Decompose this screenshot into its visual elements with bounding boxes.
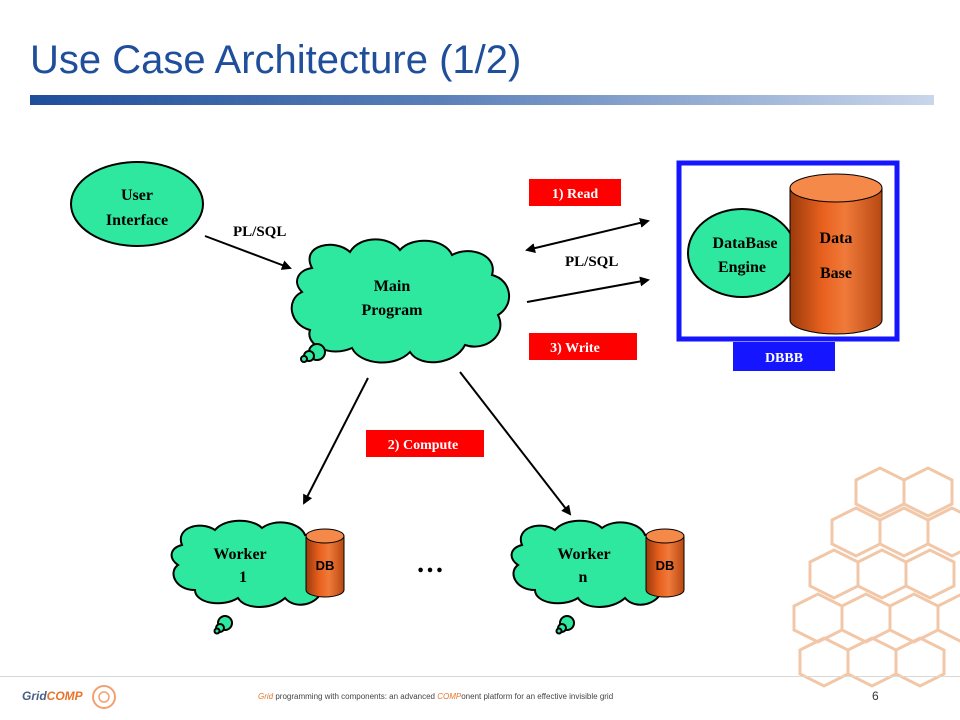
database-engine-node: DataBase Engine	[687, 208, 797, 298]
main-program-cloud: Main Program	[290, 238, 511, 364]
worker-n-label-2: n	[579, 569, 588, 586]
title-underline	[30, 95, 934, 105]
main-program-label-2: Program	[361, 302, 423, 319]
dbbb-container	[676, 160, 900, 342]
worker-1-db-cylinder: DB	[305, 528, 345, 598]
footer-tagline: Grid programming with components: an adv…	[258, 692, 613, 701]
worker-1-label-1: Worker	[213, 546, 266, 563]
main-to-workern-arrow	[459, 371, 572, 516]
step-compute-badge: 2) Compute	[366, 430, 484, 457]
pl-sql-label-left: PL/SQL	[233, 224, 286, 240]
user-interface-label-2: Interface	[106, 212, 168, 229]
footer-comp-word: COMP	[437, 692, 462, 701]
worker-1-db-label: DB	[316, 558, 335, 573]
footer-text-a: programming with components: an advanced	[273, 692, 438, 701]
worker-1-cloud: Worker 1	[170, 519, 340, 635]
gridcomp-logo-mark	[92, 685, 116, 709]
user-interface-label-1: User	[121, 187, 153, 204]
main-to-worker1-arrow	[303, 377, 369, 505]
worker-n-label-1: Worker	[557, 546, 610, 563]
workers-ellipsis: …	[416, 548, 444, 579]
footer-grid-word: Grid	[258, 692, 274, 701]
data-base-label-2: Base	[820, 265, 852, 282]
step-read-badge: 1) Read	[529, 179, 621, 206]
user-interface-node: User Interface	[70, 161, 204, 247]
database-engine-label-2: Engine	[718, 259, 766, 276]
step-read-label: 1) Read	[552, 187, 598, 202]
pl-sql-label-right: PL/SQL	[565, 254, 618, 270]
database-engine-label-1: DataBase	[713, 235, 778, 252]
step-compute-label: 2) Compute	[388, 438, 458, 453]
worker-1-label-2: 1	[239, 569, 247, 586]
gridcomp-logo: GridCOMP	[22, 689, 83, 703]
footer-text-b: onent platform for an effective invisibl…	[461, 692, 614, 701]
data-base-cylinder: Data Base	[789, 173, 883, 335]
worker-n-cloud: Worker n	[510, 519, 680, 635]
dbbb-badge: DBBB	[733, 342, 835, 371]
hexagon-mesh-decoration	[792, 466, 960, 688]
worker-n-db-label: DB	[656, 558, 675, 573]
step-write-badge: 3) Write	[529, 333, 637, 360]
step-write-label: 3) Write	[550, 341, 600, 356]
read-arrow	[525, 218, 650, 253]
footer-divider	[0, 676, 960, 677]
worker-n-db-cylinder: DB	[645, 528, 685, 598]
main-program-label-1: Main	[374, 278, 411, 295]
slide-title: Use Case Architecture (1/2)	[30, 38, 522, 82]
dbbb-label: DBBB	[765, 351, 803, 366]
data-base-label-1: Data	[820, 230, 853, 247]
page-number: 6	[872, 689, 879, 703]
ui-to-main-arrow	[204, 235, 292, 270]
write-arrow	[526, 276, 650, 303]
